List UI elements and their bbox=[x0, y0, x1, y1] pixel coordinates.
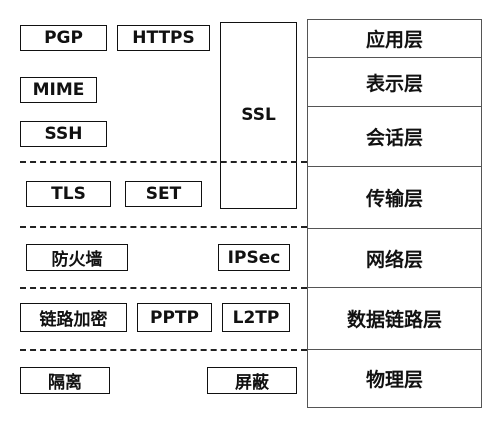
protocol-ssh: SSH bbox=[20, 121, 107, 147]
divider-transport-network bbox=[20, 226, 307, 228]
layer-application: 应用层 bbox=[308, 20, 481, 58]
protocol-shielding: 屏蔽 bbox=[207, 367, 297, 394]
protocol-firewall: 防火墙 bbox=[26, 244, 128, 271]
protocol-mime: MIME bbox=[20, 77, 97, 103]
protocol-pgp: PGP bbox=[20, 25, 107, 51]
protocol-set: SET bbox=[125, 181, 202, 207]
layer-network: 网络层 bbox=[308, 229, 481, 288]
protocol-ssl-label: SSL bbox=[241, 105, 276, 125]
layer-session: 会话层 bbox=[308, 107, 481, 167]
protocol-l2tp: L2TP bbox=[222, 303, 290, 332]
divider-network-datalink bbox=[20, 287, 307, 289]
layer-physical: 物理层 bbox=[365, 369, 423, 391]
protocol-isolation: 隔离 bbox=[20, 367, 110, 394]
divider-datalink-physical bbox=[20, 349, 307, 351]
layer-datalink: 数据链路层 bbox=[308, 288, 481, 350]
protocol-ssl: SSL bbox=[220, 22, 297, 209]
protocol-link-encryption: 链路加密 bbox=[20, 303, 127, 332]
protocol-ipsec: IPSec bbox=[218, 244, 290, 271]
divider-session-transport bbox=[20, 161, 307, 163]
layer-transport: 传输层 bbox=[308, 167, 481, 229]
osi-layer-stack: 应用层 表示层 会话层 传输层 网络层 数据链路层 物理层 bbox=[307, 19, 482, 408]
protocol-https: HTTPS bbox=[117, 25, 210, 51]
protocol-pptp: PPTP bbox=[137, 303, 212, 332]
protocol-tls: TLS bbox=[26, 181, 111, 207]
layer-presentation: 表示层 bbox=[308, 58, 481, 107]
